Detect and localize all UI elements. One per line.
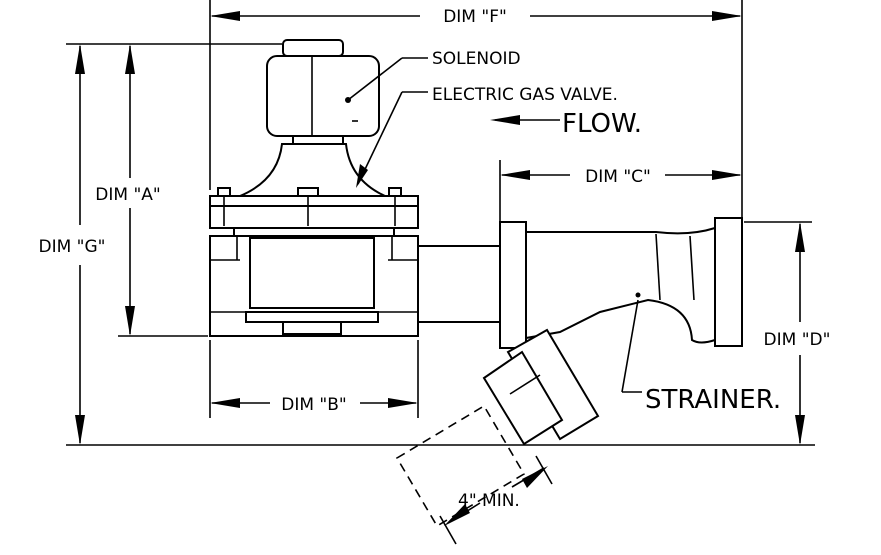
arrowhead: [795, 415, 805, 445]
flow-label: FLOW.: [562, 109, 642, 139]
arrowhead: [125, 306, 135, 336]
arrowhead: [75, 44, 85, 74]
dim-b-label: DIM "B": [281, 395, 346, 415]
arrowhead: [356, 164, 368, 188]
arrowhead: [795, 222, 805, 252]
strainer-callout: STRAINER.: [621, 299, 781, 415]
gas-valve-body: [209, 143, 419, 337]
min-clearance-label: 4" MIN.: [458, 491, 520, 511]
solenoid-callout: SOLENOID: [347, 49, 521, 101]
strainer-body: [482, 217, 743, 446]
dim-d-label: DIM "D": [764, 330, 831, 350]
arrowhead: [210, 11, 240, 21]
arrowhead: [712, 170, 742, 180]
dim-d-dimension: DIM "D": [744, 221, 831, 445]
solenoid-coil: [266, 39, 380, 145]
dim-g-dimension: DIM "G": [39, 43, 815, 446]
arrowhead: [500, 170, 530, 180]
dim-f-dimension: DIM "F": [209, 0, 743, 218]
arrowhead: [388, 398, 418, 408]
dim-c-dimension: DIM "C": [499, 160, 742, 235]
strainer-label: STRAINER.: [645, 385, 781, 415]
dim-a-label: DIM "A": [95, 185, 160, 205]
electric-gas-valve-label: ELECTRIC GAS VALVE.: [432, 85, 618, 105]
dim-b-dimension: DIM "B": [209, 340, 419, 418]
electric-gas-valve-callout: ELECTRIC GAS VALVE.: [356, 85, 618, 188]
dim-g-label: DIM "G": [39, 237, 106, 257]
arrowhead: [75, 415, 85, 445]
flow-indicator: FLOW.: [490, 109, 642, 139]
dim-f-label: DIM "F": [443, 7, 507, 27]
arrowhead: [210, 398, 240, 408]
arrowhead: [712, 11, 742, 21]
arrowhead: [444, 504, 470, 526]
flow-arrow-icon: [490, 115, 520, 125]
min-clearance-dimension: 4" MIN.: [439, 455, 553, 545]
solenoid-label: SOLENOID: [432, 49, 521, 69]
arrowhead: [125, 44, 135, 74]
connecting-pipe: [417, 245, 501, 323]
dim-a-dimension: DIM "A": [95, 44, 208, 337]
screen-removal-clearance: [395, 404, 526, 528]
dim-c-label: DIM "C": [585, 167, 651, 187]
arrowhead: [522, 466, 548, 488]
